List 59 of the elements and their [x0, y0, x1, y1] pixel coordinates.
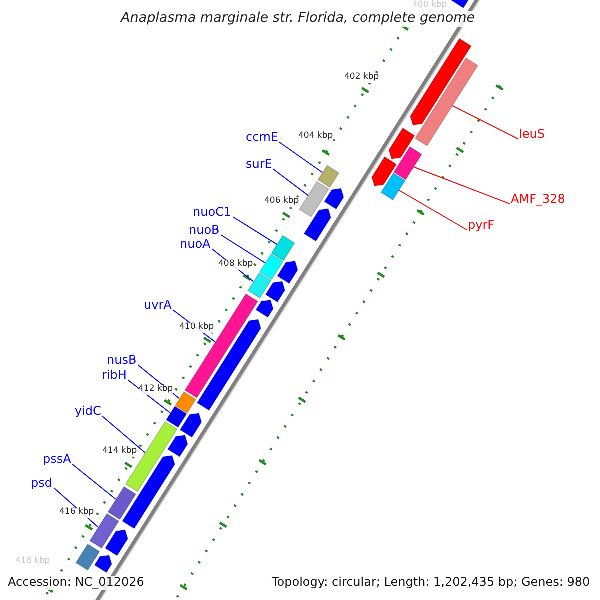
gene-segment: [104, 530, 129, 557]
gene-segment: [371, 156, 398, 187]
leader-line: [413, 166, 510, 204]
gene-label: nusB: [107, 354, 137, 368]
gene-segment: [174, 392, 197, 414]
leader-line: [398, 190, 468, 230]
gene-segment: [248, 272, 272, 299]
gene-label: ccmE: [246, 131, 278, 145]
leader-line: [452, 105, 518, 140]
leader-line: [232, 216, 278, 246]
gene-label: nuoC1: [193, 206, 232, 220]
gene-segment: [276, 260, 298, 284]
gene-label: yidC: [75, 405, 102, 419]
scale-label: 404 kbp: [298, 132, 334, 142]
gene-segment: [388, 128, 416, 160]
leader-line: [72, 464, 116, 500]
leader-line: [102, 416, 146, 454]
gene-segment: [256, 300, 274, 318]
gene-label: nuoA: [180, 238, 211, 252]
gene-segment: [166, 406, 188, 428]
gene-segment: [380, 172, 406, 201]
gene-segment: [94, 554, 113, 574]
scale-label: 410 kbp: [180, 323, 214, 333]
scale-label: 406 kbp: [264, 197, 300, 207]
gene-segment: [298, 181, 330, 218]
scale-label: 408 kbp: [218, 260, 254, 270]
gene-segment: [167, 434, 188, 458]
gene-segment: [414, 58, 479, 147]
gene-label: surE: [246, 158, 272, 172]
gene-segment: [180, 412, 202, 438]
gene-segment: [304, 208, 332, 242]
gene-segment: [410, 38, 472, 126]
gene-label: AMF_328: [511, 193, 566, 207]
scale-label: 412 kbp: [138, 385, 174, 395]
gene-segment: [122, 455, 176, 530]
leader-line: [272, 168, 309, 196]
gene-label: uvrA: [144, 299, 172, 313]
gene-segment: [196, 319, 262, 412]
gene-label: pssA: [43, 453, 72, 467]
gene-label: ribH: [102, 369, 127, 383]
gene-segment: [75, 544, 100, 572]
scale-label: 416 kbp: [60, 508, 94, 518]
gene-segment: [318, 164, 340, 188]
gene-segment: [259, 254, 284, 280]
gene-segment: [265, 281, 286, 303]
gene-label: pyrF: [468, 219, 495, 233]
gene-label: nuoB: [189, 224, 220, 238]
footer-note: Accession: NC_012026: [8, 576, 144, 590]
gene-label: leuS: [519, 128, 545, 142]
gene-segment: [393, 146, 423, 181]
footer-note: Topology: circular; Length: 1,202,435 bp; Genes: 980: [272, 576, 590, 590]
gene-segment: [108, 486, 137, 520]
scale-label: 414 kbp: [102, 447, 138, 457]
gene-segment: [324, 188, 344, 210]
leader-line: [220, 234, 266, 264]
scale-label: 402 kbp: [344, 73, 380, 83]
leader-line: [278, 142, 324, 174]
gene-segment: [271, 235, 296, 262]
gene-label: psd: [31, 477, 52, 491]
